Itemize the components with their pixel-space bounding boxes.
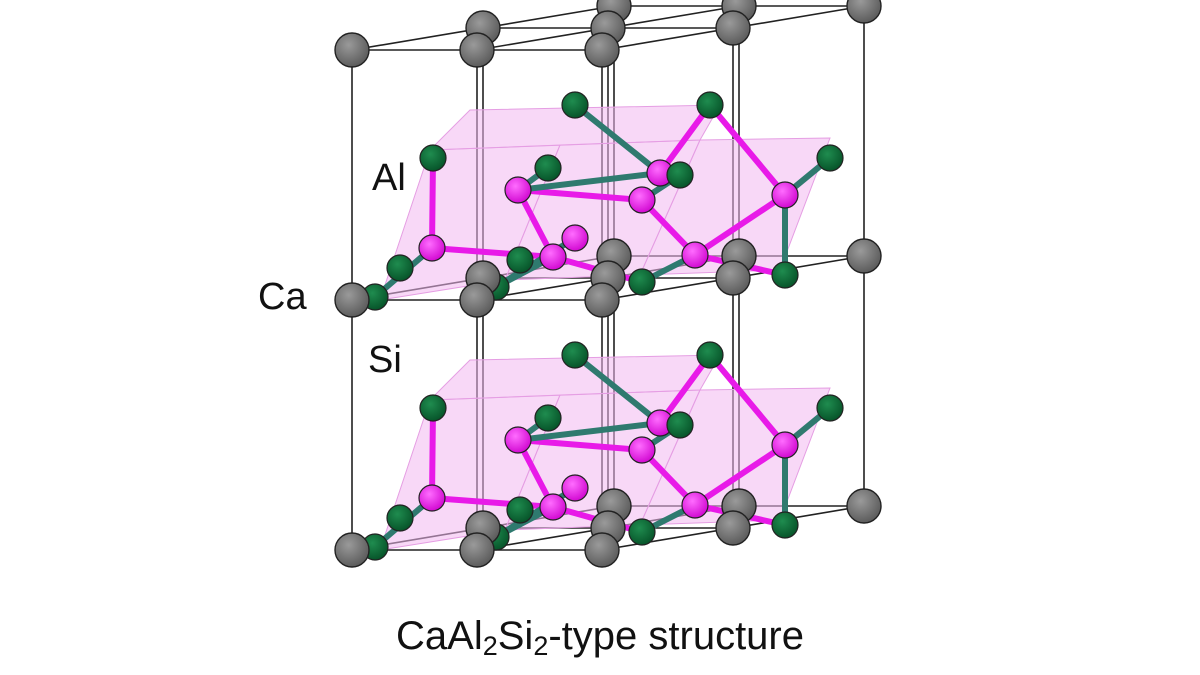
si-atom (628, 518, 656, 546)
figure-caption: CaAl2Si2-type structure (0, 612, 1200, 660)
si-atom (386, 254, 414, 282)
ca-atom (584, 32, 620, 68)
si-atom-label: Si (368, 339, 402, 381)
bond (572, 352, 663, 426)
caption-suffix: -type structure (548, 614, 804, 658)
caption-subscript-al: 2 (482, 631, 498, 661)
ca-atom (584, 532, 620, 568)
si-atom (506, 496, 534, 524)
bond (429, 405, 436, 501)
ca-atom (584, 282, 620, 318)
al-atom (561, 224, 589, 252)
bond (692, 442, 788, 508)
si-atom (666, 161, 694, 189)
si-atom (771, 261, 799, 289)
ca-atom (715, 510, 751, 546)
ca-atom (459, 532, 495, 568)
al-atom (771, 181, 799, 209)
al-atom (771, 431, 799, 459)
si-atom (816, 394, 844, 422)
caption-prefix: CaAl (396, 614, 483, 658)
si-atom (696, 91, 724, 119)
bond (692, 192, 788, 258)
al-atom (504, 176, 532, 204)
al-atom (681, 241, 709, 269)
al-atom (539, 243, 567, 271)
si-atom (534, 154, 562, 182)
ca-atom (334, 32, 370, 68)
caption-subscript-si: 2 (533, 631, 549, 661)
si-atom (534, 404, 562, 432)
ca-atom (715, 10, 751, 46)
ca-atom (459, 282, 495, 318)
si-atom (419, 144, 447, 172)
si-atom (506, 246, 534, 274)
si-atom (386, 504, 414, 532)
si-atom (666, 411, 694, 439)
si-atom (419, 394, 447, 422)
bond (493, 485, 578, 540)
si-atom (816, 144, 844, 172)
bond (493, 235, 578, 290)
ca-atom (334, 532, 370, 568)
al-atom (418, 234, 446, 262)
bond (707, 102, 788, 198)
al-atom (539, 493, 567, 521)
si-atom (696, 341, 724, 369)
ca-atom (459, 32, 495, 68)
bond (515, 170, 663, 193)
al-atom (504, 426, 532, 454)
ca-atom (715, 260, 751, 296)
al-atom (628, 186, 656, 214)
si-atom (561, 91, 589, 119)
bond (515, 420, 663, 443)
caption-middle: Si (497, 614, 534, 658)
ca-atom (846, 488, 882, 524)
si-atom (561, 341, 589, 369)
al-atom (628, 436, 656, 464)
bond (707, 352, 788, 448)
ca-atom (846, 0, 882, 24)
bond (515, 437, 645, 453)
al-atom (561, 474, 589, 502)
bond (657, 102, 713, 176)
si-atom (628, 268, 656, 296)
al-atom-label: Al (372, 157, 406, 199)
atoms (334, 0, 882, 568)
bond (572, 102, 663, 176)
bond (515, 187, 645, 203)
al-atom (418, 484, 446, 512)
ca-atom-label: Ca (258, 276, 307, 318)
ca-atom (334, 282, 370, 318)
bond (657, 352, 713, 426)
si-atom (771, 511, 799, 539)
bond (429, 155, 436, 251)
ca-atom (846, 238, 882, 274)
al-atom (681, 491, 709, 519)
